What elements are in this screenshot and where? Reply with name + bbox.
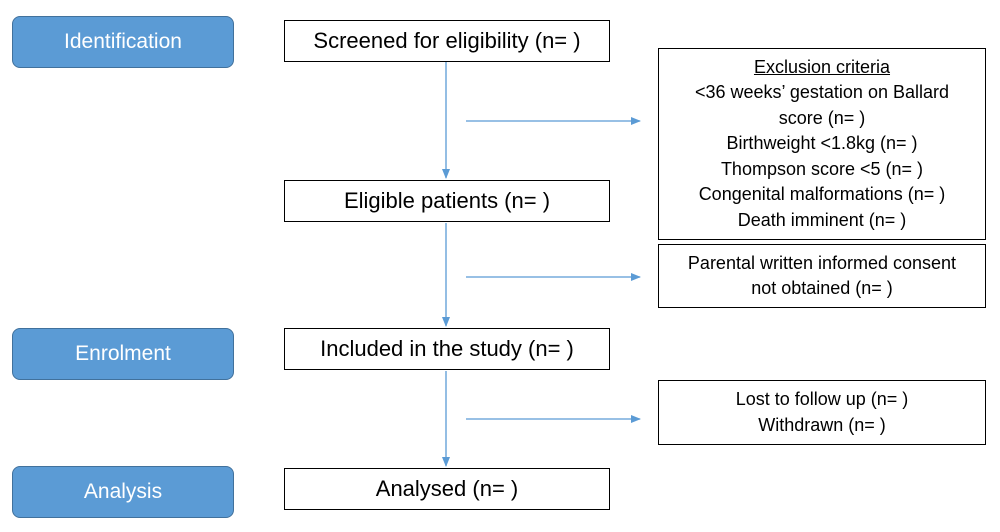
exclusion-line: <36 weeks’ gestation on Ballard: [695, 82, 949, 103]
screened-box: Screened for eligibility (n= ): [284, 20, 610, 62]
exclusion-line: score (n= ): [778, 107, 866, 128]
stage-enrolment-label: Enrolment: [75, 342, 171, 365]
exclusion-line: Death imminent (n= ): [737, 209, 907, 230]
included-label: Included in the study (n= ): [320, 336, 574, 361]
screened-label: Screened for eligibility (n= ): [313, 28, 581, 53]
consent-line: Parental written informed consent: [687, 252, 957, 273]
eligible-label: Eligible patients (n= ): [343, 188, 551, 213]
consent-line: not obtained (n= ): [751, 278, 893, 298]
stage-analysis-label: Analysis: [83, 480, 163, 503]
followup-box: Lost to follow up (n= ) Withdrawn (n= ): [658, 380, 986, 445]
followup-line: Lost to follow up (n= ): [735, 389, 909, 409]
stage-analysis: Analysis: [12, 466, 234, 518]
analysed-box: Analysed (n= ): [284, 468, 610, 510]
exclusion-line: Thompson score <5 (n= ): [720, 158, 924, 179]
exclusion-heading: Exclusion criteria: [753, 56, 891, 77]
included-box: Included in the study (n= ): [284, 328, 610, 370]
stage-enrolment: Enrolment: [12, 328, 234, 380]
consent-box: Parental written informed consent not ob…: [658, 244, 986, 308]
stage-identification: Identification: [12, 16, 234, 68]
eligible-box: Eligible patients (n= ): [284, 180, 610, 222]
exclusion-line: Birthweight <1.8kg (n= ): [726, 133, 918, 154]
followup-line: Withdrawn (n= ): [758, 414, 886, 435]
analysed-label: Analysed (n= ): [375, 476, 519, 501]
exclusion-line: Congenital malformations (n= ): [698, 184, 946, 205]
exclusion-criteria-box: Exclusion criteria <36 weeks’ gestation …: [658, 48, 986, 240]
stage-identification-label: Identification: [64, 30, 182, 53]
